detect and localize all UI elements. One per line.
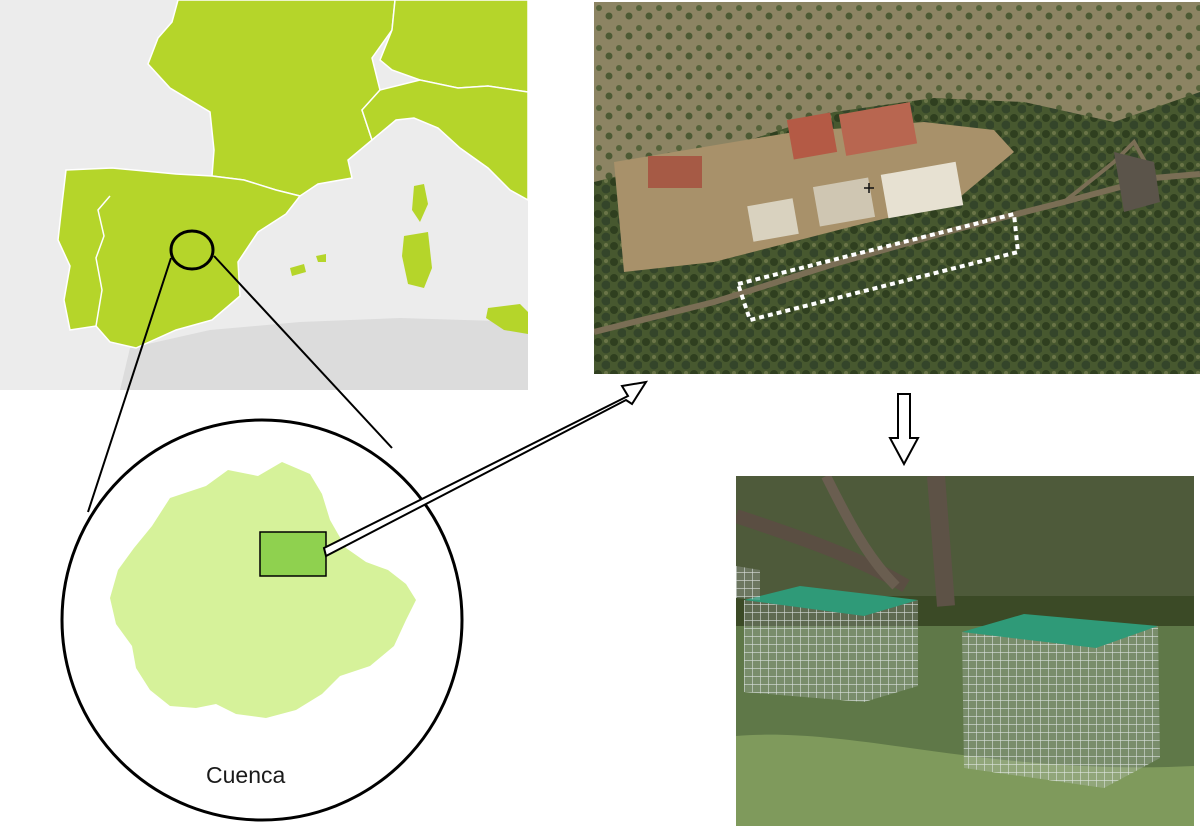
tree-trunk [927,476,955,607]
field-photo [736,476,1194,826]
parking-area [1114,152,1160,212]
crosshair-marker [864,183,874,193]
building [648,156,702,188]
study-reach-box [735,211,1021,323]
channels [880,161,964,219]
tree-branch [821,476,900,590]
hillside-area [594,2,1200,182]
building [786,112,838,160]
cage-mesh [1096,626,1160,788]
facility-grounds [614,122,1014,272]
study-area-rectangle [259,531,327,577]
italy-shape [361,79,528,201]
cage-cover [962,614,1158,648]
sardinia-shape [402,232,432,288]
cuenca-province-shape [110,462,416,718]
down-arrow [888,393,920,467]
europe-map-svg [0,0,528,390]
locator-circle [169,229,215,271]
long-arrow [322,380,649,558]
channels [747,198,799,242]
field-photo-svg [736,476,1194,826]
cage-mesh [864,600,918,702]
building [838,102,918,156]
channels [812,177,876,227]
satellite-svg [594,2,1200,374]
cage-mesh [962,632,1104,788]
sicily-shape [486,304,528,334]
water-surface [736,734,1194,826]
cage-mesh [736,566,760,600]
corsica-shape [412,184,428,222]
cage-mesh [744,600,864,702]
region-label: Cuenca [206,762,286,788]
cuenca-inset-circle [60,418,464,822]
europe-map [0,0,528,390]
satellite-view [594,2,1200,374]
cage-cover [744,586,918,616]
